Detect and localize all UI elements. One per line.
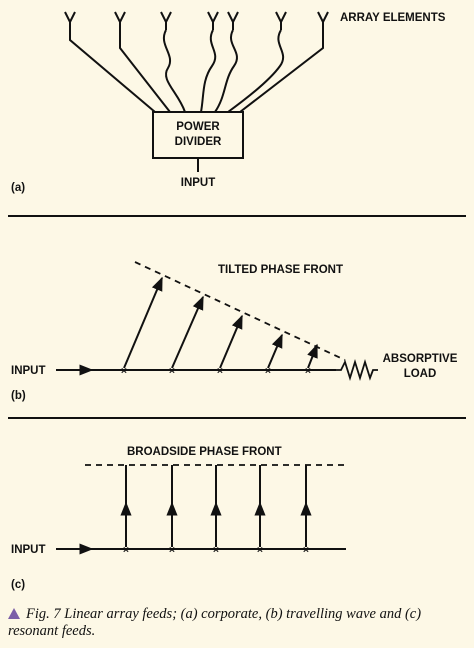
svg-text:×: × bbox=[169, 365, 175, 377]
svg-text:×: × bbox=[169, 544, 175, 556]
tilted-radiation-arrows bbox=[123, 276, 318, 369]
absorptive-load-label-line1: ABSORPTIVE bbox=[383, 353, 458, 365]
array-element-antennas bbox=[64, 11, 329, 30]
panel-b-travelling-wave-feed bbox=[56, 261, 378, 382]
power-divider-label-line2: DIVIDER bbox=[175, 136, 222, 148]
svg-text:×: × bbox=[217, 365, 223, 377]
broadside-phase-front-label: BROADSIDE PHASE FRONT bbox=[127, 446, 282, 458]
svg-text:×: × bbox=[303, 544, 309, 556]
panel-c-tap-points: × × × × × bbox=[123, 544, 309, 556]
tilted-phase-front-line bbox=[134, 261, 346, 361]
panel-b-tap-points: × × × × × bbox=[121, 365, 311, 377]
panel-a-tag: (a) bbox=[11, 182, 25, 194]
array-elements-label: ARRAY ELEMENTS bbox=[340, 12, 446, 24]
panel-c-input-label: INPUT bbox=[11, 544, 46, 556]
figure-caption: Fig. 7 Linear array feeds; (a) corporate… bbox=[8, 606, 466, 640]
caption-triangle-icon bbox=[8, 608, 20, 619]
panel-a-corporate-feed bbox=[64, 11, 329, 172]
panel-c-resonant-feed bbox=[56, 464, 348, 555]
svg-text:×: × bbox=[257, 544, 263, 556]
panel-c-tag: (c) bbox=[11, 579, 25, 591]
svg-text:×: × bbox=[123, 544, 129, 556]
broadside-radiation-lines bbox=[120, 465, 312, 547]
panel-b-tag: (b) bbox=[11, 390, 26, 402]
linear-array-feeds-figure: ARRAY ELEMENTS POWER DIVIDER INPUT (a) ×… bbox=[8, 11, 466, 591]
svg-text:×: × bbox=[265, 365, 271, 377]
svg-text:×: × bbox=[305, 365, 311, 377]
absorptive-load-label-line2: LOAD bbox=[404, 368, 437, 380]
svg-text:×: × bbox=[213, 544, 219, 556]
power-divider-box bbox=[152, 111, 244, 159]
panel-b-input-label: INPUT bbox=[11, 365, 46, 377]
tilted-phase-front-label: TILTED PHASE FRONT bbox=[218, 264, 343, 276]
panel-a-input-label: INPUT bbox=[181, 177, 216, 189]
svg-text:×: × bbox=[121, 365, 127, 377]
corporate-feed-lines bbox=[69, 29, 324, 113]
absorptive-load-resistor bbox=[336, 358, 378, 382]
caption-text: Fig. 7 Linear array feeds; (a) corporate… bbox=[8, 606, 422, 639]
power-divider-label-line1: POWER bbox=[176, 121, 220, 133]
